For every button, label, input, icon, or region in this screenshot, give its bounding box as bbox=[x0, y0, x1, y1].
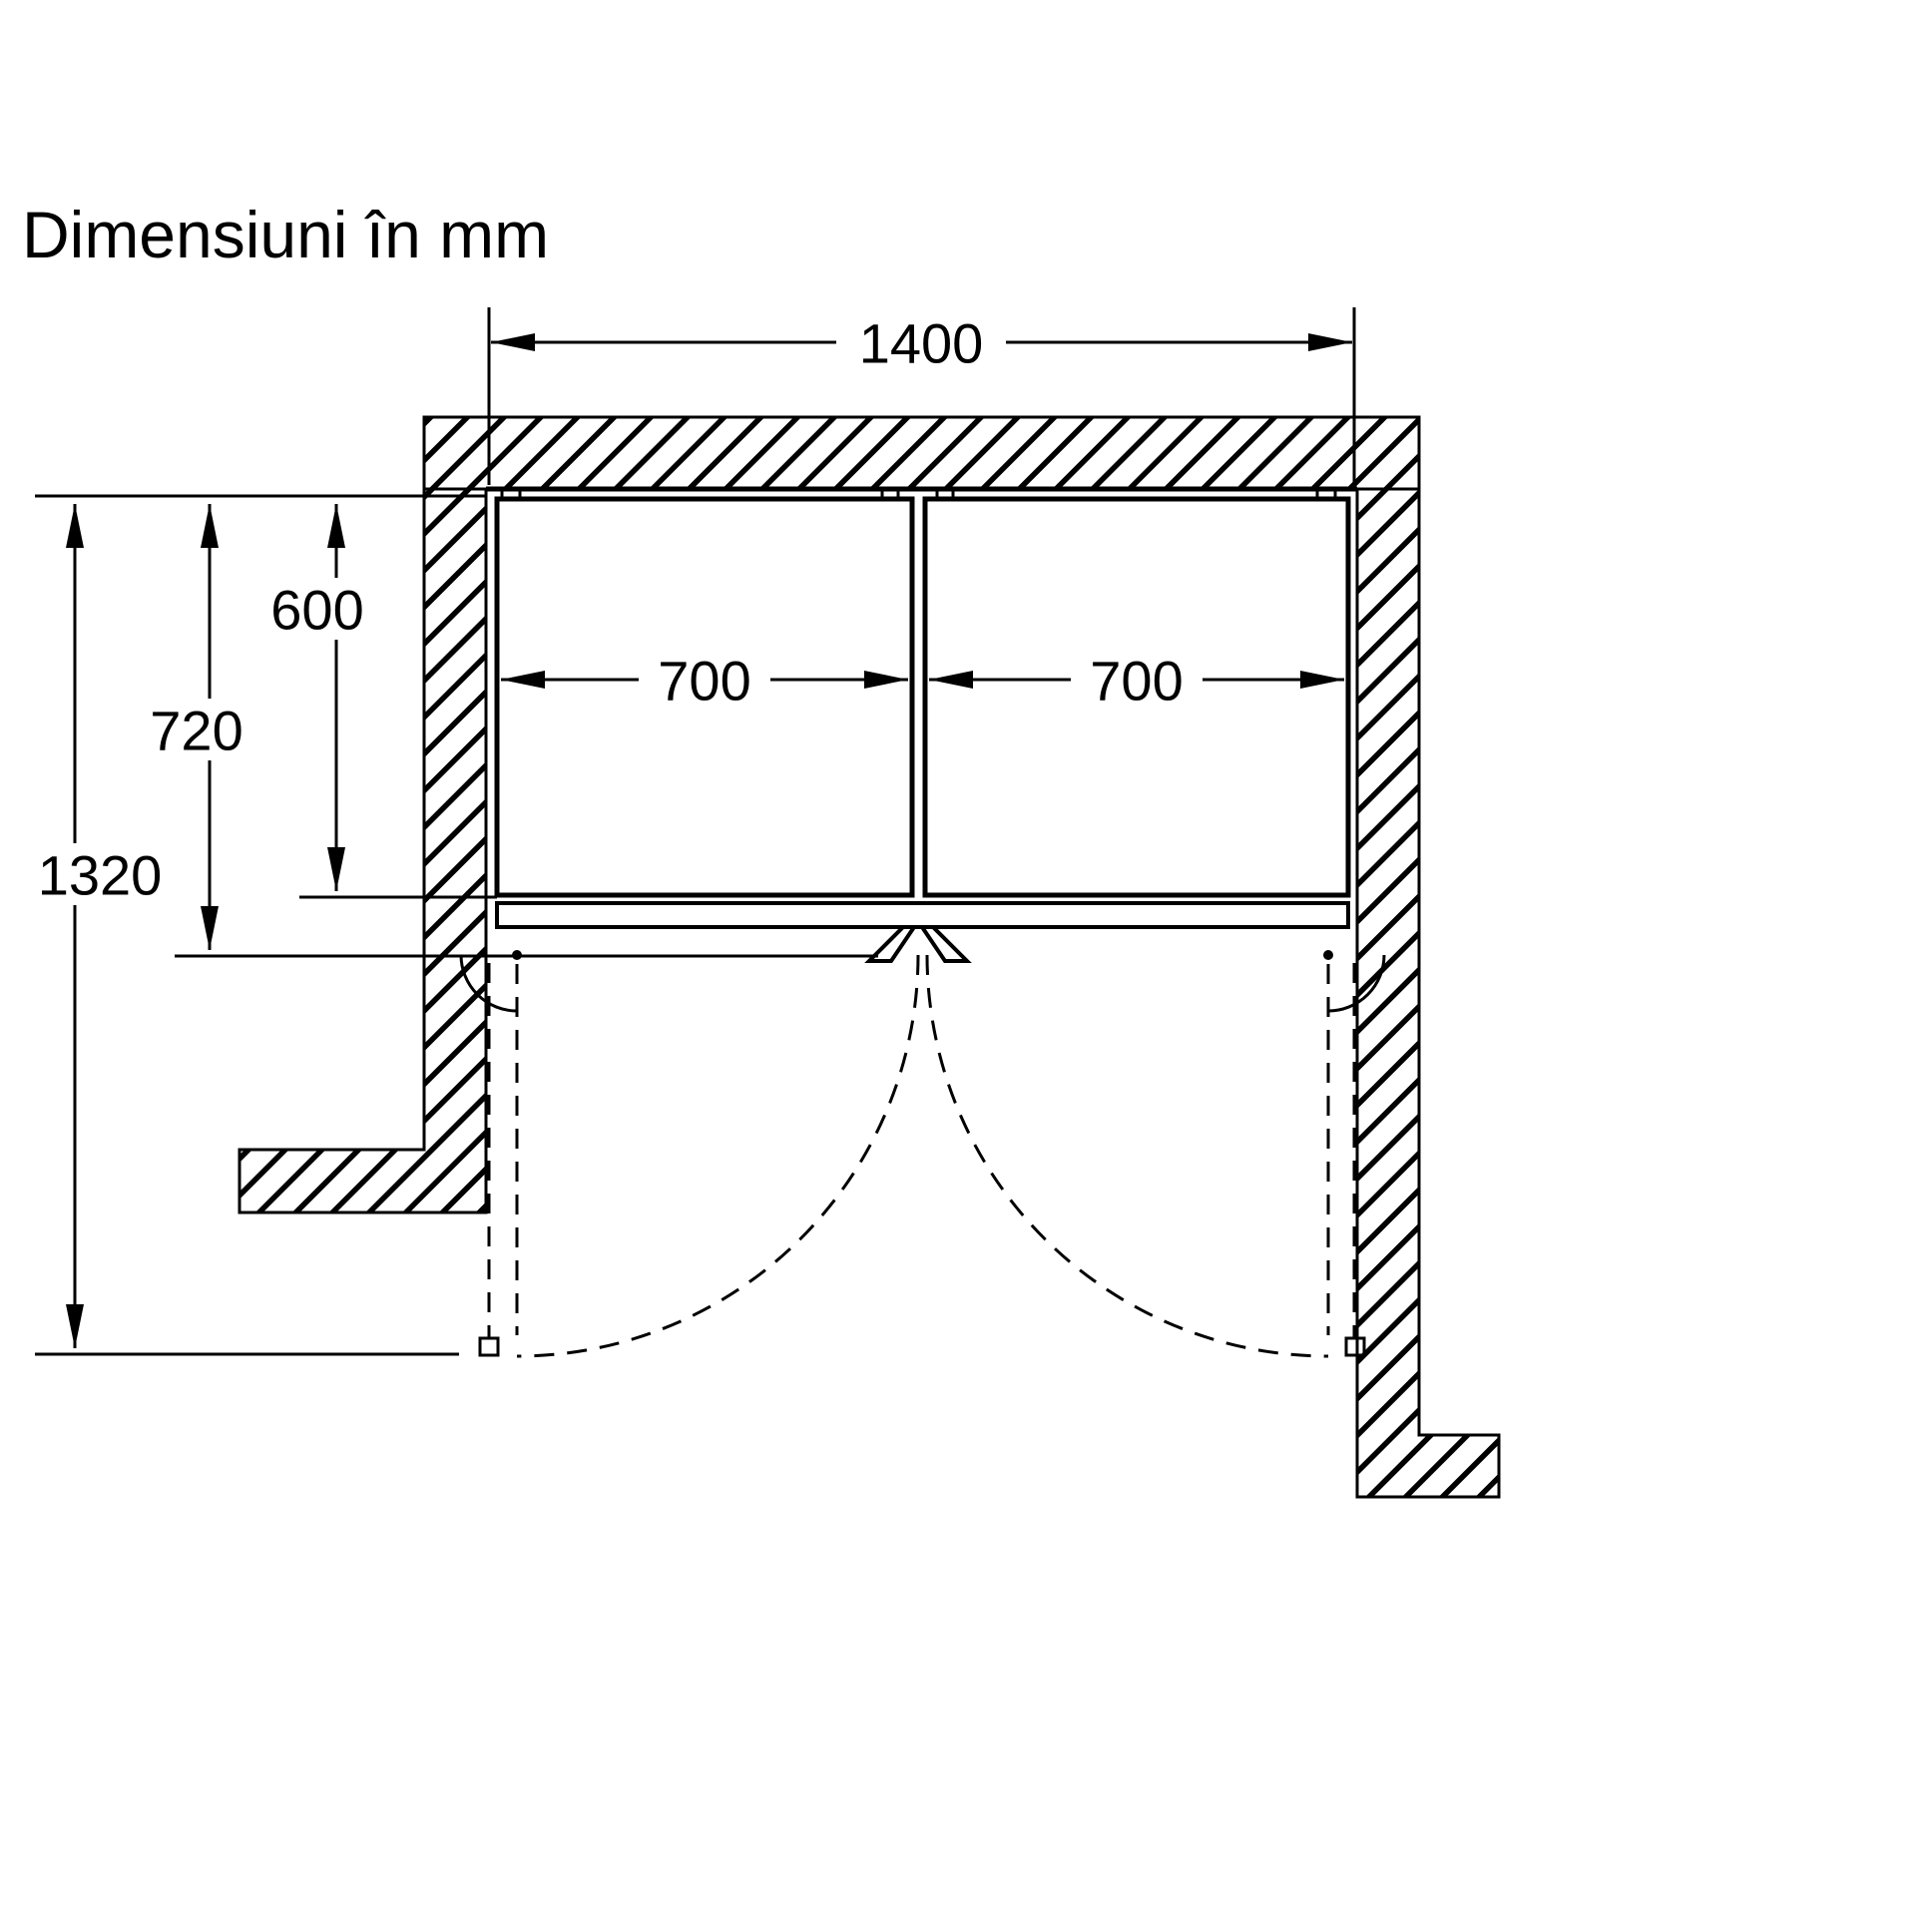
door-swing-projection bbox=[478, 954, 1366, 1358]
dim-label-right-door-width: 700 bbox=[1090, 650, 1183, 713]
dim-label-appliance-depth: 600 bbox=[270, 579, 363, 642]
right-hinge-arc bbox=[1327, 954, 1386, 1013]
right-door bbox=[922, 496, 1351, 898]
halo-1400 bbox=[836, 311, 1006, 373]
center-hinge-right-leg-icon bbox=[918, 925, 972, 963]
hinge-plate-left-icon bbox=[500, 487, 522, 502]
right-hinge-pivot-icon bbox=[1323, 950, 1333, 960]
halo-720 bbox=[127, 699, 266, 760]
dim-label-open-door-depth: 1320 bbox=[38, 844, 163, 907]
right-open-door-end-icon bbox=[1344, 1336, 1366, 1357]
halo-700-left bbox=[639, 649, 770, 711]
wall-hatch-ceiling bbox=[422, 415, 1421, 491]
dimension-labels: 1400 700 700 600 720 1320 bbox=[16, 311, 1203, 907]
left-hinge-arc bbox=[459, 954, 518, 1013]
wall-hatch-right bbox=[1355, 487, 1501, 1499]
dim-label-left-door-width: 700 bbox=[658, 650, 750, 713]
left-door-swing-arc bbox=[516, 954, 920, 1358]
left-door bbox=[494, 496, 915, 898]
reference-lines bbox=[35, 494, 878, 1356]
appliance-top-view bbox=[459, 486, 1386, 1013]
right-door-swing-arc bbox=[925, 954, 1329, 1358]
halo-600 bbox=[247, 578, 387, 640]
hinge-plate-right-icon bbox=[1315, 487, 1337, 502]
left-open-door-end-icon bbox=[478, 1336, 500, 1357]
halo-1320 bbox=[16, 843, 184, 905]
hinge-plate-center-left-icon bbox=[880, 487, 900, 502]
halo-700-right bbox=[1071, 649, 1203, 711]
center-hinge-left-leg-icon bbox=[864, 925, 918, 963]
dim-label-total-depth: 720 bbox=[150, 700, 242, 762]
hinge-plate-center-right-icon bbox=[935, 487, 955, 502]
diagram-title: Dimensiuni în mm bbox=[22, 198, 549, 271]
dim-label-niche-width: 1400 bbox=[859, 312, 984, 375]
